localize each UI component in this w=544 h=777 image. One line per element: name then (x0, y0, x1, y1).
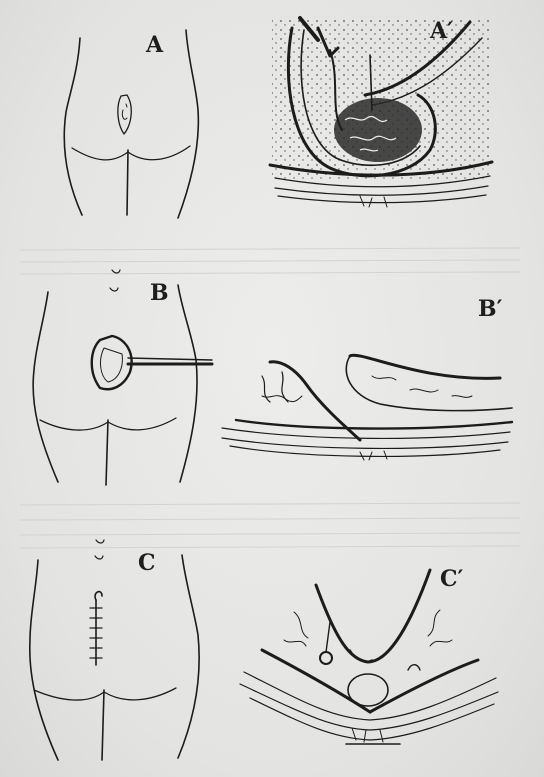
panel-a-drawing (64, 30, 198, 218)
panel-label-a: A (146, 34, 163, 56)
bleed-through-lines (20, 248, 520, 548)
panel-label-b-prime: B′ (478, 298, 502, 320)
panel-b-drawing (33, 270, 212, 485)
panel-label-c: C (138, 552, 156, 574)
panel-c-prime-drawing (240, 570, 498, 744)
panel-a-prime-drawing (270, 18, 492, 207)
panel-label-a-prime: A′ (430, 20, 453, 42)
panel-b-prime-drawing (222, 355, 512, 460)
panel-c-drawing (30, 540, 199, 760)
panel-label-b: B (150, 282, 169, 304)
panel-label-c-prime: C′ (440, 568, 463, 590)
